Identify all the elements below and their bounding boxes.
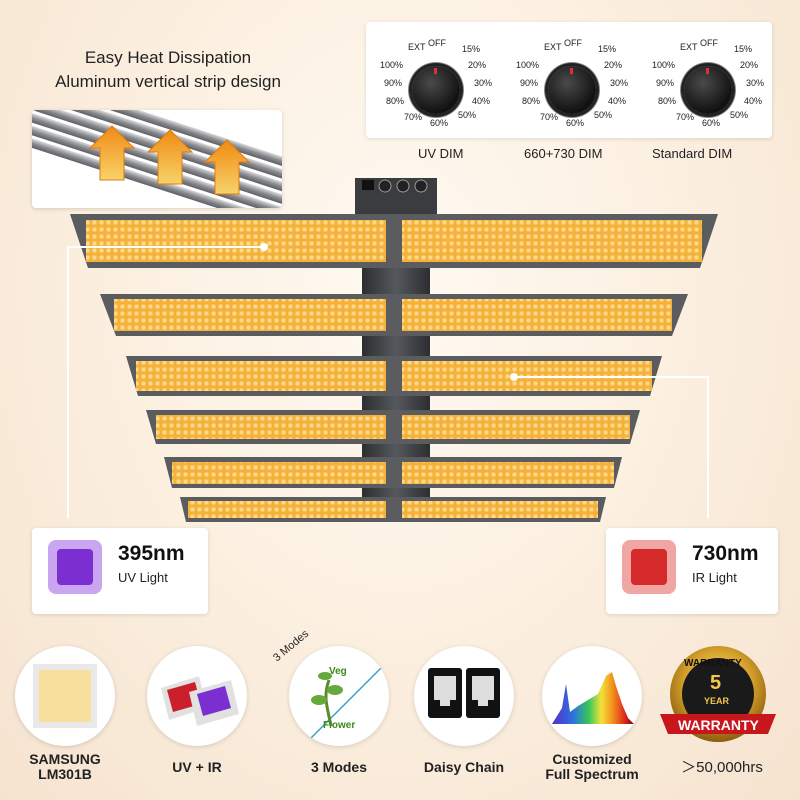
light-bar	[126, 356, 662, 396]
dim-tick: 30%	[474, 78, 493, 88]
dim-tick: EXT	[408, 42, 426, 52]
knob-icon	[414, 179, 428, 193]
dim-tick: 80%	[522, 96, 541, 106]
dim-tick: 80%	[658, 96, 677, 106]
dim-tick: 100%	[516, 60, 540, 70]
spectrum-icon	[542, 646, 642, 746]
knob-icon	[396, 179, 410, 193]
warranty-years: 5	[710, 672, 722, 694]
feature-label-uv-ir: UV + IR	[172, 759, 222, 775]
dim-tick: OFF	[700, 38, 718, 48]
feature-label-samsung: SAMSUNG LM301B	[5, 752, 125, 782]
dim-tick: 50%	[458, 110, 477, 120]
led-chip-icon	[15, 646, 115, 746]
dim-tick: 50%	[594, 110, 613, 120]
dim-tick: 20%	[740, 60, 759, 70]
standard-dim-knob[interactable]	[684, 66, 732, 114]
uv-dim-label: UV DIM	[418, 146, 464, 161]
flower-label: Flower	[323, 720, 356, 731]
standard-dim-label: Standard DIM	[652, 146, 733, 161]
dim-tick: 40%	[608, 96, 627, 106]
light-bar	[180, 497, 606, 522]
dim-tick: 15%	[734, 44, 753, 54]
dim-tick: OFF	[564, 38, 582, 48]
light-bar	[146, 410, 640, 444]
uv-wavelength: 395nm	[118, 542, 185, 565]
heat-title: Easy Heat Dissipation Aluminum vertical …	[18, 46, 318, 94]
ir-light-label: IR Light	[692, 570, 737, 585]
dimmer-uv: EXT OFF 15% 20% 30% 40% 50% 60% 70% 80% …	[370, 22, 500, 138]
dimmer-standard: EXT OFF 15% 20% 30% 40% 50% 60% 70% 80% …	[642, 22, 772, 138]
dim-tick: 100%	[652, 60, 676, 70]
grow-light-fixture	[67, 178, 718, 522]
dim-tick: OFF	[428, 38, 446, 48]
warranty-year-word: YEAR	[704, 696, 730, 706]
dim-tick: 15%	[598, 44, 617, 54]
dim-tick: 80%	[386, 96, 405, 106]
red-dim-knob[interactable]	[548, 66, 596, 114]
dim-tick: 60%	[702, 118, 721, 128]
veg-label: Veg	[329, 666, 347, 677]
dim-tick: 15%	[462, 44, 481, 54]
uv-light-label: UV Light	[118, 570, 168, 585]
dimmer-panel: EXT OFF 15% 20% 30% 40% 50% 60% 70% 80% …	[366, 22, 772, 138]
dim-tick: 100%	[380, 60, 404, 70]
heatsink-strip-icon	[32, 110, 282, 208]
port-icon	[362, 180, 374, 190]
uv-chip-icon	[48, 540, 102, 594]
light-bar	[70, 214, 718, 268]
dim-tick: EXT	[680, 42, 698, 52]
ir-chip-icon	[622, 540, 676, 594]
dim-tick: 30%	[746, 78, 765, 88]
rj-port-icon	[414, 646, 514, 746]
dim-tick: 40%	[744, 96, 763, 106]
dim-tick: 70%	[540, 112, 559, 122]
heat-title-line1: Easy Heat Dissipation	[84, 48, 252, 67]
dim-tick: 60%	[430, 118, 449, 128]
dim-tick: 90%	[656, 78, 675, 88]
warranty-top-text: WARRANTY	[684, 658, 742, 669]
warranty-ribbon-text: WARRANTY	[678, 717, 759, 733]
light-bar	[164, 457, 622, 488]
dimmer-660-730: EXT OFF 15% 20% 30% 40% 50% 60% 70% 80% …	[506, 22, 636, 138]
dim-tick: 70%	[404, 112, 423, 122]
dim-tick: EXT	[544, 42, 562, 52]
red-dim-label: 660+730 DIM	[524, 146, 603, 161]
dim-tick: 40%	[472, 96, 491, 106]
dim-tick: 20%	[604, 60, 623, 70]
dim-tick: 30%	[610, 78, 629, 88]
uv-ir-chips-icon	[147, 646, 247, 746]
uv-info-card: 395nm UV Light	[32, 528, 208, 614]
warranty-badge-icon: WARRANTY 5 YEAR WARRANTY	[656, 642, 780, 754]
light-bar	[100, 294, 688, 336]
dim-tick: 50%	[730, 110, 749, 120]
ir-info-card: 730nm IR Light	[606, 528, 778, 614]
dim-tick: 90%	[384, 78, 403, 88]
uv-dim-knob[interactable]	[412, 66, 460, 114]
knob-icon	[378, 179, 392, 193]
dim-tick: 20%	[468, 60, 487, 70]
dim-tick: 70%	[676, 112, 695, 122]
feature-label-hours: ＞50,000hrs	[681, 759, 763, 776]
feature-text: SAMSUNG LM301B	[29, 751, 101, 782]
veg-flower-icon: Veg Flower	[289, 646, 389, 746]
heatsink-illustration	[32, 110, 282, 208]
feature-label-modes: 3 Modes	[310, 759, 367, 775]
feature-label-daisy: Daisy Chain	[423, 759, 505, 775]
ir-wavelength: 730nm	[692, 542, 759, 565]
dim-tick: 60%	[566, 118, 585, 128]
feature-label-spectrum: Customized Full Spectrum	[545, 751, 639, 782]
heat-title-line2: Aluminum vertical strip design	[55, 72, 281, 91]
dim-tick: 90%	[520, 78, 539, 88]
